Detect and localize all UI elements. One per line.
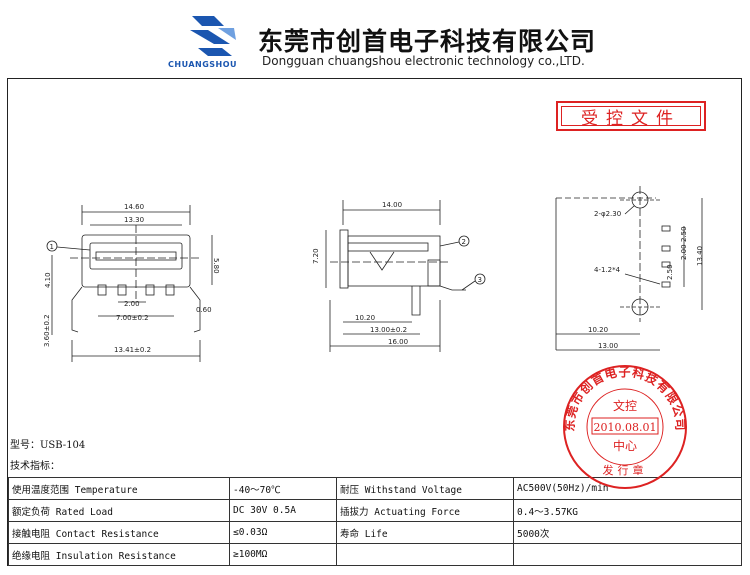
spec-cell: 使用温度范围 Temperature (8, 477, 230, 500)
footprint-view: 2-φ2.30 4-1.2*4 2.50 2.00 2.50 13.40 10.… (555, 186, 704, 351)
dim-front-pin-span: 7.00±0.2 (116, 314, 149, 322)
dim-side-height: 7.20 (312, 248, 320, 264)
table-row: 绝缘电阻 Insulation Resistance ≥100MΩ (8, 543, 742, 566)
spec-cell: 额定负荷 Rated Load (8, 499, 230, 522)
dim-front-pin-pitch: 2.00 (124, 300, 140, 308)
dim-footprint-13-00: 13.00 (598, 342, 618, 350)
dim-side-10-20: 10.20 (355, 314, 375, 322)
dim-front-height: 5.80 (212, 258, 220, 274)
company-name-cn: 东莞市创首电子科技有限公司 (258, 27, 597, 56)
spec-cell: 接触电阻 Contact Resistance (8, 521, 230, 544)
spec-cell (336, 543, 514, 566)
seal-line2: 中心 (613, 438, 637, 453)
dim-footprint-2-50-top: 2.50 (680, 226, 688, 242)
dim-front-0-60: 0.60 (196, 306, 212, 314)
dim-footprint-2-50-bottom: 2.50 (666, 264, 674, 280)
dim-front-pin-length: 3.60±0.2 (43, 314, 51, 347)
spec-cell: -40～70℃ (229, 477, 337, 500)
front-view: 14.60 13.30 5.80 4.10 3.60±0.2 2.00 7.00… (43, 203, 220, 362)
spec-cell: 绝缘电阻 Insulation Resistance (8, 543, 230, 566)
dim-front-inner: 13.30 (124, 216, 144, 224)
spec-cell (513, 543, 742, 566)
company-logo-icon (190, 16, 236, 56)
dim-footprint-holes: 2-φ2.30 (594, 210, 621, 218)
dim-front-4-10: 4.10 (44, 272, 52, 288)
callout-1: 1 (50, 243, 54, 251)
table-row: 额定负荷 Rated Load DC 30V 0.5A 插拔力 Actuatin… (8, 499, 742, 522)
dim-front-width: 14.60 (124, 203, 144, 211)
dim-footprint-pads: 4-1.2*4 (594, 266, 621, 274)
spec-cell: 插拔力 Actuating Force (336, 499, 514, 522)
seal-bottom: 发行章 (603, 463, 648, 477)
spec-table: 使用温度范围 Temperature -40～70℃ 耐压 Withstand … (8, 477, 742, 566)
dim-footprint-10-20: 10.20 (588, 326, 608, 334)
dim-side-16-00: 16.00 (388, 338, 408, 346)
spec-title: 技术指标： (10, 461, 60, 472)
dim-side-13-00: 13.00±0.2 (370, 326, 407, 334)
table-row: 接触电阻 Contact Resistance ≤0.03Ω 寿命 Life 5… (8, 521, 742, 544)
side-view: 14.00 7.20 10.20 13.00±0.2 16.00 2 3 (312, 200, 486, 352)
spec-cell: 耐压 Withstand Voltage (336, 477, 514, 500)
model-label: 型号：USB-104 (10, 440, 86, 451)
dim-footprint-13-40: 13.40 (696, 246, 704, 266)
seal-line1: 文控 (613, 398, 637, 413)
dim-footprint-2-00: 2.00 (680, 244, 688, 260)
release-seal-icon: 东莞市创首电子科技有限公司 文控 2010.08.01 中心 发行章 (562, 364, 687, 489)
dim-front-pin-width: 13.41±0.2 (114, 346, 151, 354)
seal-date: 2010.08.01 (594, 421, 657, 434)
drawing-frame (7, 78, 742, 566)
spec-cell: 寿命 Life (336, 521, 514, 544)
header: CHUANGSHOU 东莞市创首电子科技有限公司 Dongguan chuang… (0, 0, 750, 78)
spec-cell: 0.4～3.57KG (513, 499, 742, 522)
callout-2: 2 (462, 238, 466, 246)
spec-cell: 5000次 (513, 521, 742, 544)
spec-cell: ≥100MΩ (229, 543, 337, 566)
company-name-en: Dongguan chuangshou electronic technolog… (262, 54, 585, 68)
dim-side-length: 14.00 (382, 201, 402, 209)
logo-wordmark: CHUANGSHOU (168, 60, 238, 69)
callout-3: 3 (478, 276, 482, 284)
spec-cell: DC 30V 0.5A (229, 499, 337, 522)
controlled-document-stamp: 受控文件 (556, 101, 706, 131)
spec-cell: ≤0.03Ω (229, 521, 337, 544)
